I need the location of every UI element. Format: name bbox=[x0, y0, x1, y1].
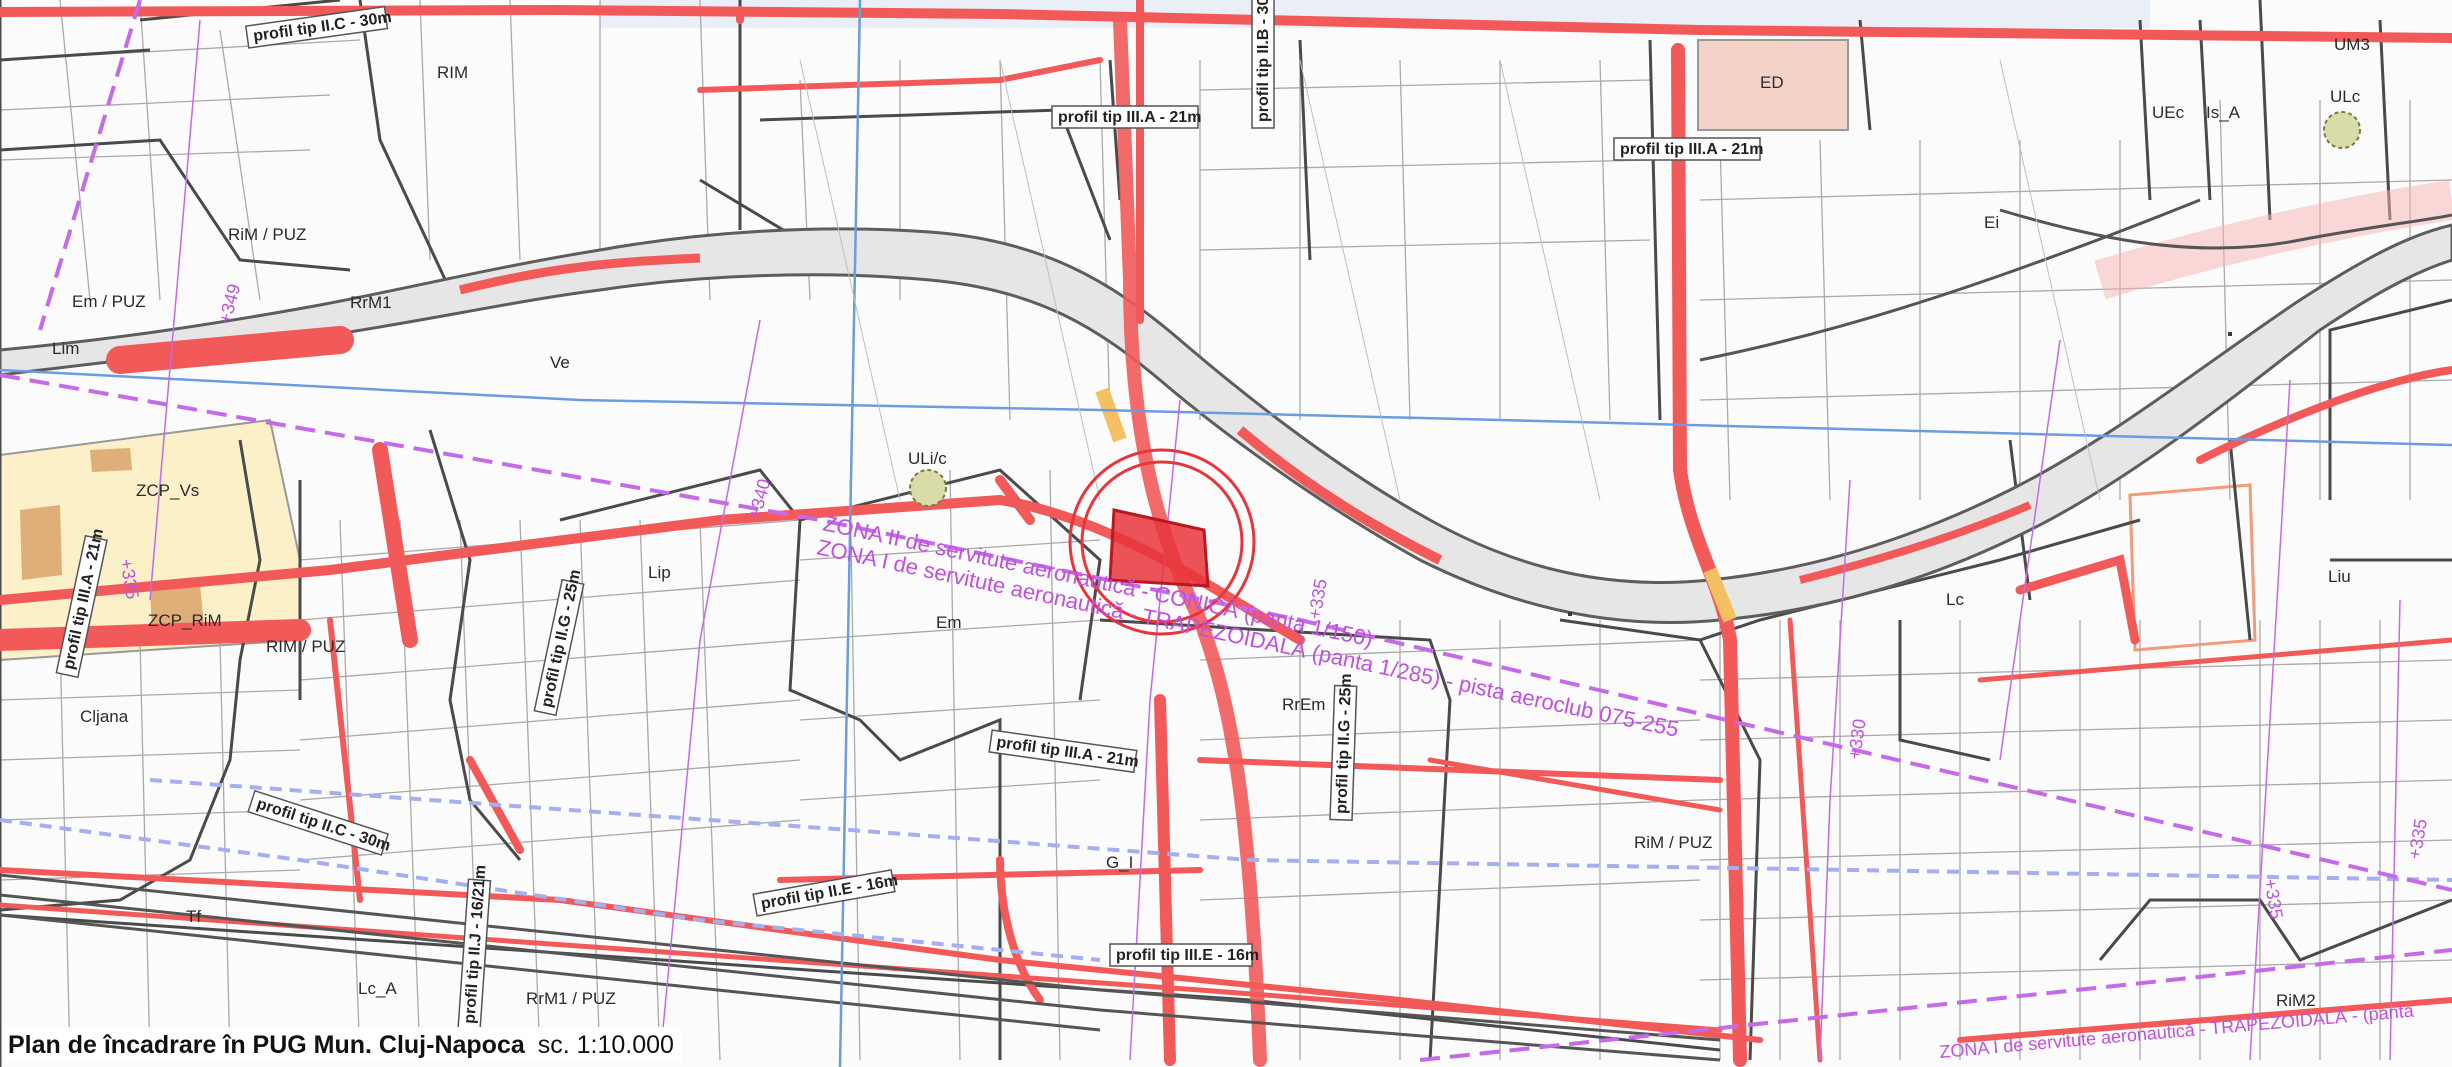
zone-label: RrEm bbox=[1282, 695, 1325, 714]
zone-label: RIM / PUZ bbox=[266, 637, 345, 656]
zone-label: ED bbox=[1760, 73, 1784, 92]
subject-parcel bbox=[1108, 508, 1210, 588]
zone-label: UM3 bbox=[2334, 35, 2370, 54]
heritage-buildings bbox=[20, 448, 204, 628]
zone-label: Lim bbox=[52, 339, 79, 358]
zone-label: Lc bbox=[1946, 590, 1964, 609]
zone-label: Cljana bbox=[80, 707, 129, 726]
zone-label: RiM2 bbox=[2276, 991, 2316, 1010]
zone-ed bbox=[1697, 39, 1849, 131]
zone-label: ZCP_Vs bbox=[136, 481, 199, 500]
zone-labels: RIM RrM1 RiM / PUZ Em / PUZ ZCP_Vs ZCP_R… bbox=[52, 35, 2370, 1010]
zone-label: Liu bbox=[2328, 567, 2351, 586]
ve-marks bbox=[1568, 332, 2232, 616]
profile-label: profil tip III.A - 21m bbox=[1620, 141, 1763, 158]
zone-label: Ve bbox=[550, 353, 570, 372]
zone-label: Em bbox=[936, 613, 962, 632]
profile-label: profil tip II.B - 30m bbox=[1255, 0, 1272, 122]
caption-scale: sc. 1:10.000 bbox=[537, 1031, 674, 1059]
zone-label: UEc bbox=[2152, 103, 2185, 122]
caption-title: Plan de încadrare în PUG Mun. Cluj-Napoc… bbox=[8, 1031, 525, 1059]
zone-label: Lc_A bbox=[358, 979, 397, 998]
zone-label: RrM1 / PUZ bbox=[526, 989, 616, 1008]
zone-label: ZCP_RiM bbox=[148, 611, 222, 630]
map-caption: Plan de încadrare în PUG Mun. Cluj-Napoc… bbox=[6, 1027, 682, 1063]
zone-label: Tf bbox=[186, 907, 201, 926]
profile-label: profil tip III.E - 16m bbox=[1116, 947, 1259, 964]
profile-label: profil tip III.A - 21m bbox=[1058, 109, 1201, 126]
zone-label: Em / PUZ bbox=[72, 292, 146, 311]
zone-label: RiM / PUZ bbox=[228, 225, 306, 244]
zone-label: ULi/c bbox=[908, 449, 947, 468]
river-band bbox=[0, 223, 2452, 624]
zone-label: RrM1 bbox=[350, 293, 392, 312]
zone-label: RiM / PUZ bbox=[1634, 833, 1712, 852]
zone-label: Ei bbox=[1984, 213, 1999, 232]
zone-label: ULc bbox=[2330, 87, 2361, 106]
railway bbox=[0, 198, 2452, 1062]
zone-label: RIM bbox=[437, 63, 468, 82]
subject-site bbox=[1068, 448, 1256, 636]
zone-label: Is_A bbox=[2206, 103, 2241, 122]
profile-label: profil tip II.G - 25m bbox=[1333, 673, 1355, 814]
zone-label: Lip bbox=[648, 563, 671, 582]
zone-label: G_I bbox=[1106, 853, 1133, 872]
